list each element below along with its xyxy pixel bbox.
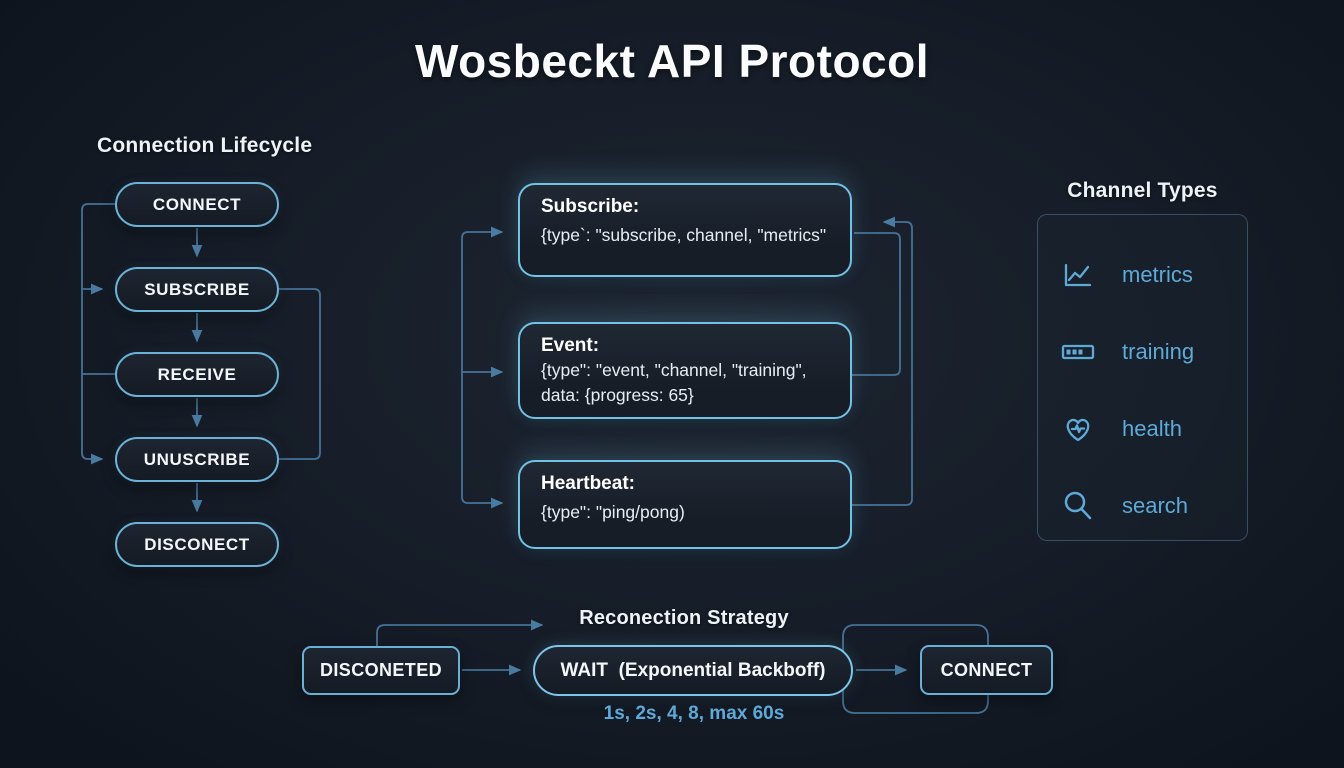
reconnection-node-disconeted: DISCONETED xyxy=(302,646,460,695)
channel-item-search: search xyxy=(1060,486,1230,526)
event-message-title: Event: xyxy=(541,335,600,356)
lifecycle-right-rail xyxy=(279,288,321,460)
channel-label-health: health xyxy=(1122,416,1182,441)
reconnection-heading: Reconection Strategy xyxy=(579,607,789,629)
heartbeat-message-body: {type": "ping/pong) xyxy=(541,502,685,522)
event-message-body-line2: data: {progress: 65} xyxy=(541,385,694,406)
magnifier-icon xyxy=(1060,488,1096,524)
event-return-rail xyxy=(852,232,901,376)
channel-label-search: search xyxy=(1122,493,1189,518)
progress-bar-icon xyxy=(1060,334,1096,370)
message-box-subscribe: Subscribe: {type`: "subscribe, channel, … xyxy=(518,183,852,277)
channel-item-health: health xyxy=(1060,409,1230,449)
channel-types-panel: metrics training health xyxy=(1037,214,1248,541)
channel-label-training: training xyxy=(1122,339,1195,364)
lifecycle-state-disconect: DISCONECT xyxy=(115,522,279,567)
lifecycle-left-rail xyxy=(81,203,115,460)
reconnection-node-connect: CONNECT xyxy=(920,645,1053,695)
message-left-rail xyxy=(461,231,469,504)
message-box-event: Event: {type": "event, "channel, "traini… xyxy=(518,322,852,419)
lifecycle-state-receive: RECEIVE xyxy=(115,352,279,397)
event-message-body-line1: {type": "event, "channel, "training", xyxy=(541,360,807,380)
lifecycle-state-connect: CONNECT xyxy=(115,182,279,227)
lifecycle-state-unuscribe: UNUSCRIBE xyxy=(115,437,279,482)
connect-retry-loop xyxy=(842,624,989,714)
reconnection-node-wait: WAIT (Exponential Backboff) xyxy=(533,645,853,696)
channel-item-training: training xyxy=(1060,332,1230,372)
heartbeat-return-rail xyxy=(852,216,913,506)
subscribe-message-body: {type`: "subscribe, channel, "metrics" xyxy=(541,225,827,245)
line-chart-icon xyxy=(1060,257,1096,293)
channel-types-heading: Channel Types xyxy=(1067,179,1218,202)
lifecycle-heading: Connection Lifecycle xyxy=(97,134,313,157)
heartbeat-message-title: Heartbeat: xyxy=(541,473,635,494)
channel-label-metrics: metrics xyxy=(1122,262,1193,287)
disconeted-curve-arrow xyxy=(376,619,544,647)
lifecycle-state-subscribe: SUBSCRIBE xyxy=(115,267,279,312)
reconnection-backoff-caption: 1s, 2s, 4, 8, max 60s xyxy=(603,703,785,724)
message-box-heartbeat: Heartbeat: {type": "ping/pong) xyxy=(518,460,852,549)
heart-pulse-icon xyxy=(1060,411,1096,447)
subscribe-message-title: Subscribe: xyxy=(541,196,640,217)
channel-item-metrics: metrics xyxy=(1060,255,1230,295)
page-title: Wosbeckt API Protocol xyxy=(414,35,930,87)
